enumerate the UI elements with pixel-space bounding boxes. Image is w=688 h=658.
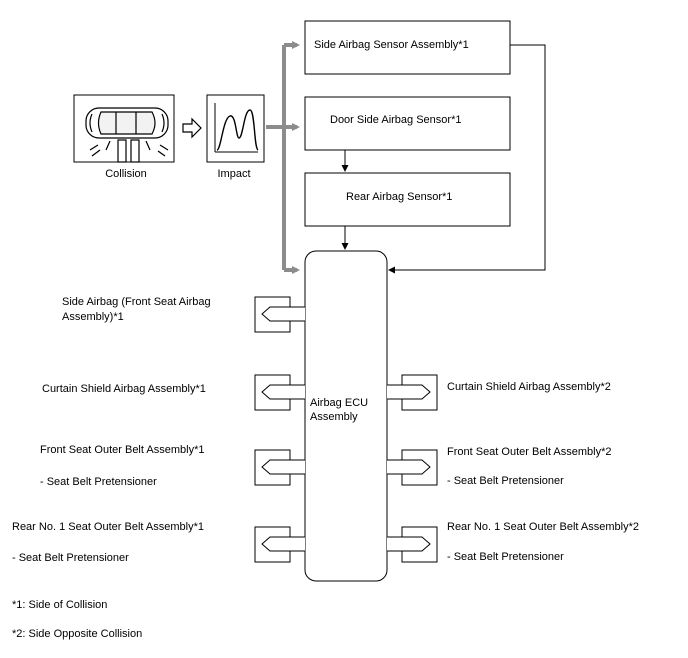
impact-signal-lines: [266, 41, 300, 274]
collision-label: Collision: [105, 168, 147, 180]
left-rear-belt-label: Rear No. 1 Seat Outer Belt Assembly*1: [12, 521, 204, 533]
left-curtain-shield-label: Curtain Shield Airbag Assembly*1: [42, 383, 206, 395]
rear-airbag-sensor-box: Rear Airbag Sensor*1: [304, 172, 511, 227]
airbag-connector-icon: [254, 526, 305, 563]
footnote-1: *1: Side of Collision: [12, 599, 107, 611]
airbag-connector-icon: [254, 296, 305, 333]
car-top-view-icon: [85, 107, 169, 163]
left-front-belt-sub-label: - Seat Belt Pretensioner: [40, 476, 157, 488]
impact-graph: Impact: [206, 94, 265, 180]
right-rear-belt-label: Rear No. 1 Seat Outer Belt Assembly*2: [447, 521, 639, 533]
side-airbag-label-line1: Side Airbag (Front Seat Airbag: [62, 296, 211, 308]
door-side-airbag-sensor-box: Door Side Airbag Sensor*1: [304, 96, 511, 151]
side-airbag-label-line2: Assembly)*1: [62, 311, 124, 323]
airbag-connector-icon: [387, 374, 438, 411]
side-airbag-sensor-box: Side Airbag Sensor Assembly*1: [304, 20, 511, 75]
footnote-2: *2: Side Opposite Collision: [12, 628, 142, 640]
impact-label: Impact: [217, 168, 250, 180]
right-curtain-shield-label: Curtain Shield Airbag Assembly*2: [447, 381, 611, 393]
left-rear-belt-sub-label: - Seat Belt Pretensioner: [12, 552, 129, 564]
airbag-connector-icon: [254, 449, 305, 486]
side-airbag-sensor-label: Side Airbag Sensor Assembly*1: [314, 39, 469, 51]
ecu-label-line2: Assembly: [310, 411, 358, 423]
right-connectors: [387, 374, 438, 563]
left-connectors: [254, 296, 305, 563]
right-rear-belt-sub-label: - Seat Belt Pretensioner: [447, 551, 564, 563]
door-side-airbag-sensor-label: Door Side Airbag Sensor*1: [330, 114, 461, 126]
right-front-belt-sub-label: - Seat Belt Pretensioner: [447, 475, 564, 487]
collision-icon: Collision: [73, 94, 175, 180]
right-front-belt-label: Front Seat Outer Belt Assembly*2: [447, 446, 611, 458]
left-front-belt-label: Front Seat Outer Belt Assembly*1: [40, 444, 204, 456]
sensor-connection-lines: [341, 44, 546, 274]
footnotes: *1: Side of Collision *2: Side Opposite …: [12, 599, 142, 640]
left-output-labels: Side Airbag (Front Seat Airbag Assembly)…: [12, 296, 211, 564]
ecu-label-line1: Airbag ECU: [310, 397, 368, 409]
impact-waveform-icon: [214, 103, 259, 153]
airbag-ecu-box: Airbag ECU Assembly: [304, 250, 388, 582]
hollow-arrow-right-icon: [182, 117, 202, 139]
right-output-labels: Curtain Shield Airbag Assembly*2 Front S…: [447, 381, 639, 563]
airbag-connector-icon: [254, 374, 305, 411]
airbag-connector-icon: [387, 449, 438, 486]
airbag-connector-icon: [387, 526, 438, 563]
rear-airbag-sensor-label: Rear Airbag Sensor*1: [346, 191, 452, 203]
